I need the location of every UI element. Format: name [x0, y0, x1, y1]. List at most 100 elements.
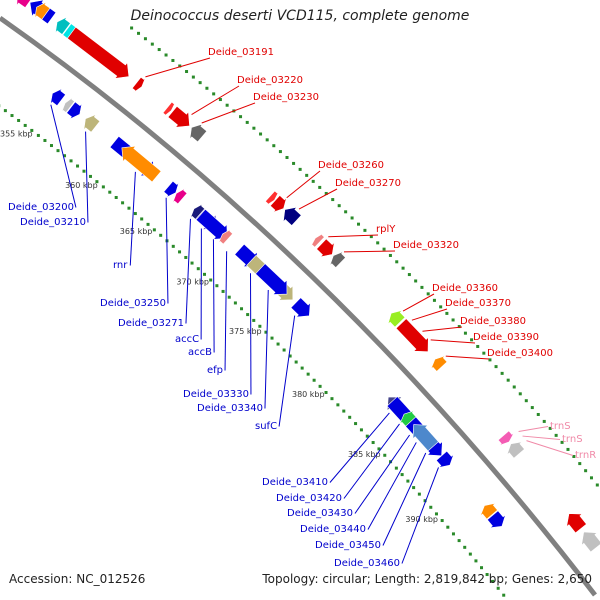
gene-arrow[interactable]: [162, 101, 177, 118]
gene-label-deide-03430[interactable]: Deide_03430: [287, 508, 353, 519]
gene-label-deide-03330[interactable]: Deide_03330: [183, 389, 249, 400]
dots-inner: [412, 486, 416, 490]
dots-inner: [56, 149, 60, 153]
dots-inner: [10, 114, 14, 118]
kbp-label: 380 kbp: [292, 390, 325, 399]
gene-arrow[interactable]: [189, 123, 208, 143]
gene-arrow[interactable]: [163, 180, 180, 198]
gene-arrow[interactable]: [329, 251, 346, 268]
gene-arrow[interactable]: [395, 318, 429, 353]
gene-label-rnr[interactable]: rnr: [113, 260, 128, 271]
gene-arrow[interactable]: [189, 203, 206, 220]
gene-arrow[interactable]: [506, 441, 525, 459]
dots-inner: [354, 422, 358, 426]
gene-label-deide-03460[interactable]: Deide_03460: [334, 558, 400, 569]
gene-arrow[interactable]: [167, 105, 190, 128]
gene-arrow[interactable]: [497, 430, 515, 446]
gene-label-deide-03420[interactable]: Deide_03420: [276, 493, 342, 504]
dots-inner: [377, 447, 381, 451]
gene-arrow[interactable]: [172, 187, 188, 205]
gene-label-deide-03370[interactable]: Deide_03370: [445, 298, 511, 309]
dots-outer: [595, 483, 599, 487]
leader-line: [522, 435, 561, 440]
leader-line: [344, 250, 396, 253]
dots-inner: [457, 539, 461, 543]
gene-label-deide-03340[interactable]: Deide_03340: [197, 403, 263, 414]
gene-arrow[interactable]: [16, 0, 33, 9]
trna-label-trns-1[interactable]: trnS: [550, 421, 571, 432]
gene-label-deide-03230[interactable]: Deide_03230: [253, 92, 319, 103]
dots-outer: [344, 210, 348, 214]
trna-label-trns-2[interactable]: trnS: [562, 434, 583, 445]
gene-arrow[interactable]: [290, 297, 311, 318]
gene-label-efp[interactable]: efp: [207, 365, 223, 376]
gene-arrow[interactable]: [255, 263, 288, 295]
dots-inner: [121, 201, 125, 205]
gene-label-deide-03450[interactable]: Deide_03450: [315, 540, 381, 551]
leader-line: [401, 467, 439, 564]
dots-inner: [190, 261, 194, 265]
gene-arrow[interactable]: [282, 206, 302, 226]
gene-label-deide-03400[interactable]: Deide_03400: [487, 348, 553, 359]
gene-arrow[interactable]: [435, 450, 455, 469]
dots-inner: [491, 579, 495, 583]
dots-inner: [76, 164, 80, 168]
dots-outer: [137, 31, 141, 35]
gene-arrow[interactable]: [131, 76, 146, 94]
gene-label-deide-03191[interactable]: Deide_03191: [208, 47, 274, 58]
dots-outer: [566, 447, 570, 451]
gene-label-deide-03320[interactable]: Deide_03320: [393, 240, 459, 251]
gene-arrow[interactable]: [34, 1, 51, 20]
gene-arrow[interactable]: [581, 531, 600, 553]
dots-outer: [318, 185, 322, 189]
gene-arrow[interactable]: [486, 510, 507, 529]
gene-label-deide-03210[interactable]: Deide_03210: [20, 217, 86, 228]
gene-label-deide-03220[interactable]: Deide_03220: [237, 75, 303, 86]
gene-label-deide-03200[interactable]: Deide_03200: [8, 202, 74, 213]
gene-arrow[interactable]: [50, 88, 67, 107]
gene-arrow[interactable]: [412, 424, 439, 452]
gene-arrow[interactable]: [269, 195, 287, 213]
gene-arrow[interactable]: [83, 113, 101, 133]
dots-outer: [363, 228, 367, 232]
gene-label-deide-03270[interactable]: Deide_03270: [335, 178, 401, 189]
dots-outer: [239, 115, 243, 119]
gene-label-deide-03250[interactable]: Deide_03250: [100, 298, 166, 309]
gene-arrow[interactable]: [387, 309, 406, 328]
gene-arrow[interactable]: [399, 410, 417, 427]
gene-arrow[interactable]: [264, 190, 280, 206]
gene-label-deide-03410[interactable]: Deide_03410: [262, 477, 328, 488]
gene-arrow[interactable]: [121, 145, 162, 183]
gene-arrow[interactable]: [310, 232, 325, 248]
dots-inner: [43, 138, 47, 142]
gene-arrow[interactable]: [55, 16, 71, 35]
gene-label-accb[interactable]: accB: [188, 347, 212, 358]
gene-label-deide-03390[interactable]: Deide_03390: [473, 332, 539, 343]
gene-arrow[interactable]: [430, 355, 448, 372]
gene-arrow[interactable]: [66, 26, 130, 79]
trna-label-trnr[interactable]: trnR: [575, 450, 596, 461]
gene-arrow[interactable]: [480, 502, 498, 520]
dots-inner: [140, 217, 144, 221]
dots-inner: [30, 128, 34, 132]
gene-arrow[interactable]: [218, 228, 234, 245]
gene-arrow[interactable]: [566, 513, 587, 534]
outer-gene-track: [16, 0, 600, 553]
gene-arrow[interactable]: [316, 238, 335, 258]
gene-arrow[interactable]: [66, 101, 83, 120]
dots-outer: [369, 235, 373, 239]
gene-label-deide-03260[interactable]: Deide_03260: [318, 160, 384, 171]
dots-inner: [446, 525, 450, 529]
dots-outer: [494, 365, 498, 369]
gene-arrow[interactable]: [61, 96, 75, 113]
gene-label-deide-03271[interactable]: Deide_03271: [118, 318, 184, 329]
gene-label-deide-03360[interactable]: Deide_03360: [432, 283, 498, 294]
gene-label-deide-03440[interactable]: Deide_03440: [300, 524, 366, 535]
gene-label-sufc[interactable]: sufC: [255, 421, 277, 432]
dots-inner: [406, 479, 410, 483]
dots-outer: [150, 42, 154, 46]
gene-label-accc[interactable]: accC: [175, 334, 199, 345]
gene-label-rply[interactable]: rplY: [376, 224, 396, 235]
gene-label-deide-03380[interactable]: Deide_03380: [460, 316, 526, 327]
leader-line: [526, 440, 574, 456]
